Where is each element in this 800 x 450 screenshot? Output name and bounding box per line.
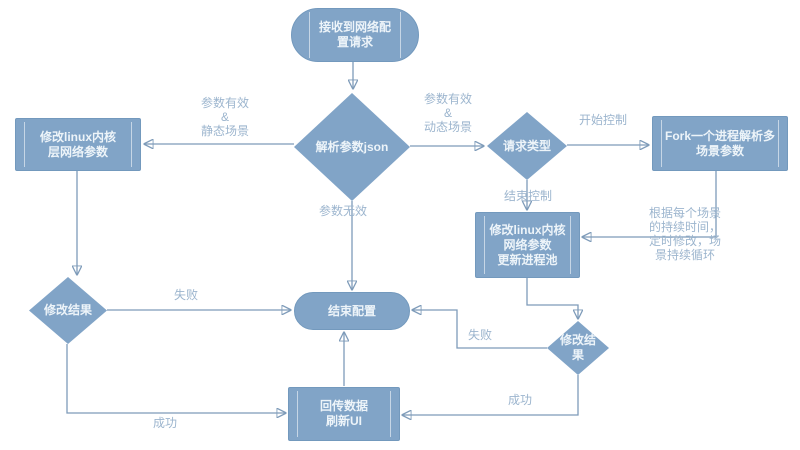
node-feedback-ui: 回传数据 刷新UI (288, 387, 400, 441)
node-end-config-terminator: 结束配置 (294, 292, 410, 330)
edge-label-valid-dynamic: 参数有效 & 动态场景 (423, 92, 472, 134)
edge-result-left-success-to-feedback (66, 344, 285, 413)
edge-result-right-fail-to-end (413, 310, 547, 349)
edge-fork-to-modify-dynamic (583, 171, 717, 237)
edge-result-right-success-to-feedback (403, 375, 579, 415)
edge-label-success-right: 成功 (507, 393, 532, 407)
node-modify-kernel-static: 修改linux内核 层网络参数 (15, 118, 141, 171)
node-modify-kernel-dynamic: 修改linux内核 网络参数 更新进程池 (475, 212, 580, 278)
edge-label-fail-left: 失败 (173, 288, 198, 302)
edge-label-invalid-params: 参数无效 (318, 204, 367, 218)
node-start-terminator: 接收到网络配 置请求 (291, 8, 419, 62)
edge-label-valid-static: 参数有效 & 静态场景 (200, 96, 249, 138)
edge-label-end-control: 结束控制 (503, 189, 552, 203)
edge-label-fail-right: 失败 (467, 328, 492, 342)
edge-label-success-left: 成功 (152, 416, 177, 430)
edge-label-loop-note: 根据每个场景 的持续时间， 定时修改，场 景持续循环 (648, 206, 721, 263)
node-fork-process: Fork一个进程解析多 场景参数 (652, 116, 788, 171)
edge-modify-dynamic-to-result-right (526, 278, 578, 318)
edge-label-start-control: 开始控制 (578, 113, 627, 127)
